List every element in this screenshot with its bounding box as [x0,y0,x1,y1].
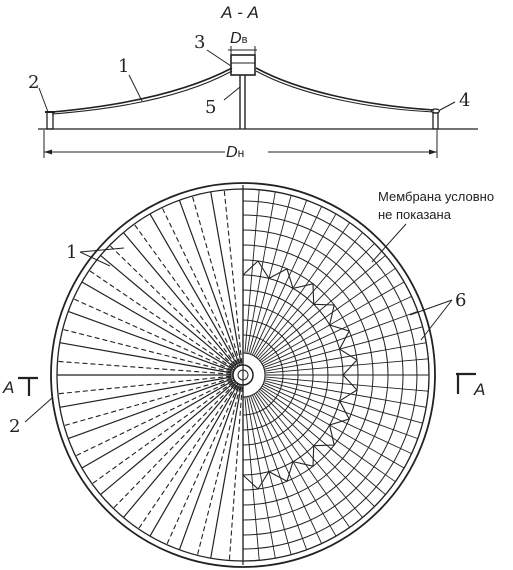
grid-radial [264,326,423,370]
radial-cable-dashed [137,384,237,530]
radial-cable-dashed [109,244,235,368]
grid-radial [261,281,405,365]
grid-radial [244,189,260,354]
radial-cable [122,232,238,368]
grid-radial [246,396,276,559]
radial-cable [122,382,238,518]
grid-radial [264,358,429,374]
radial-cable [59,342,234,374]
grid-radial [264,376,429,392]
grid-radial [250,200,308,355]
grid-radial [248,396,292,555]
membrane-note-line1: Мембрана условно [378,189,494,204]
radial-cable [100,254,236,370]
radial-cable-dashed [196,386,241,556]
truss-zigzag [242,260,358,490]
svg-text:А: А [2,378,14,397]
radial-cable [178,200,241,366]
radial-cable-dashed [112,383,236,509]
grid-radial [260,267,396,363]
label-5: 5 [205,97,216,118]
grid-radial [255,222,351,358]
section-view: А - А Dв Dн 1 [28,3,478,161]
plan-view [50,182,436,568]
radial-cable [210,191,242,366]
label-1: 1 [118,56,129,77]
radial-cable [149,383,239,537]
radial-cable [210,384,242,559]
radial-cable [68,310,234,373]
grid-radial [256,391,363,518]
membrane-note-line2: не показана [378,207,452,222]
grid-radial [244,396,260,561]
grid-radial [251,394,323,544]
radial-cable-dashed [73,298,233,371]
grid-radial [261,385,405,469]
dn-label: Dн [226,144,244,161]
radial-cable [149,213,239,367]
grid-radial [264,378,427,408]
grid-radial [256,232,363,359]
radial-cable-dashed [88,269,234,369]
radial-cable [100,380,236,496]
grid-radial [253,393,337,537]
grid-radial [259,255,386,362]
label-3: 3 [194,32,205,53]
plan-label-6: 6 [455,290,466,311]
section-mark-right: А [456,372,485,399]
svg-text:А: А [473,380,485,399]
label-4: 4 [459,90,470,111]
outer-ring-outer [50,182,436,568]
label-2: 2 [28,72,39,93]
plan-labels: Мембрана условно не показана 1 2 6 А А [2,189,494,437]
radial-cable-dashed [62,328,232,373]
radial-cable [59,376,234,408]
grid-radial [255,392,351,528]
plan-label-2: 2 [9,416,20,437]
radial-cable-dashed [91,381,234,485]
radial-cable-dashed [191,195,241,364]
grid-radial [248,195,292,354]
radial-cable-dashed [166,385,239,545]
grid-radial [262,383,412,455]
grid-radial [251,206,323,356]
radial-cable-dashed [75,379,233,457]
grid-radial [246,191,276,354]
radial-cable [81,281,235,371]
grid-radial [260,387,396,483]
grid-radial [262,295,412,367]
plan-label-1: 1 [66,242,77,263]
radial-cable-dashed [57,375,232,395]
grid-radial [264,380,423,424]
radial-cable [81,379,235,469]
radial-cable-dashed [228,386,243,561]
grid-radial [253,213,337,357]
grid-radial [263,382,418,440]
grid-radial [258,390,375,507]
radial-cable-dashed [223,189,243,364]
grid-radial [263,310,418,368]
radial-cable [178,384,241,550]
radial-cable [68,377,234,440]
section-title: А - А [220,3,259,22]
radial-cable-dashed [133,223,237,366]
grid-radial [250,395,308,550]
radial-cable-dashed [57,360,232,375]
section-mark-left: А [2,376,38,397]
radial-cable-dashed [161,207,239,365]
grid-radial [264,342,427,372]
grid-radial [258,243,375,360]
dv-label: Dв [230,30,248,47]
radial-cable-dashed [63,377,232,427]
grid-radial [259,388,386,495]
